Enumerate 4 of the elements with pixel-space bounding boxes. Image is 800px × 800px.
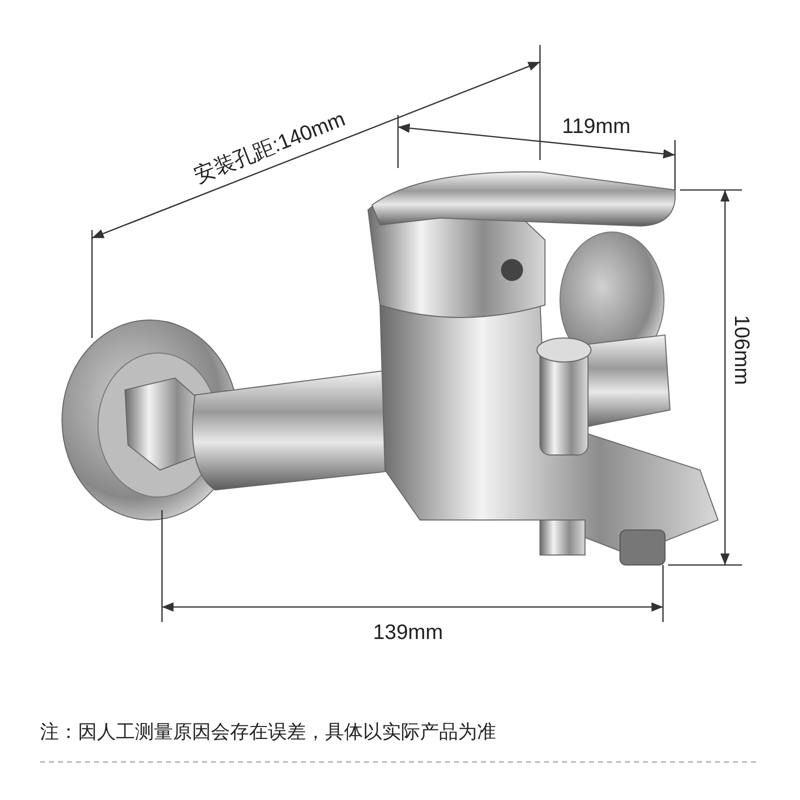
dimension-label: 106mm xyxy=(729,314,754,386)
dimension-label: 119mm xyxy=(562,115,630,139)
dimension-label: 139mm xyxy=(373,621,444,645)
note-text: 注：因人工测量原因会存在误差，具体以实际产品为准 xyxy=(40,721,496,745)
